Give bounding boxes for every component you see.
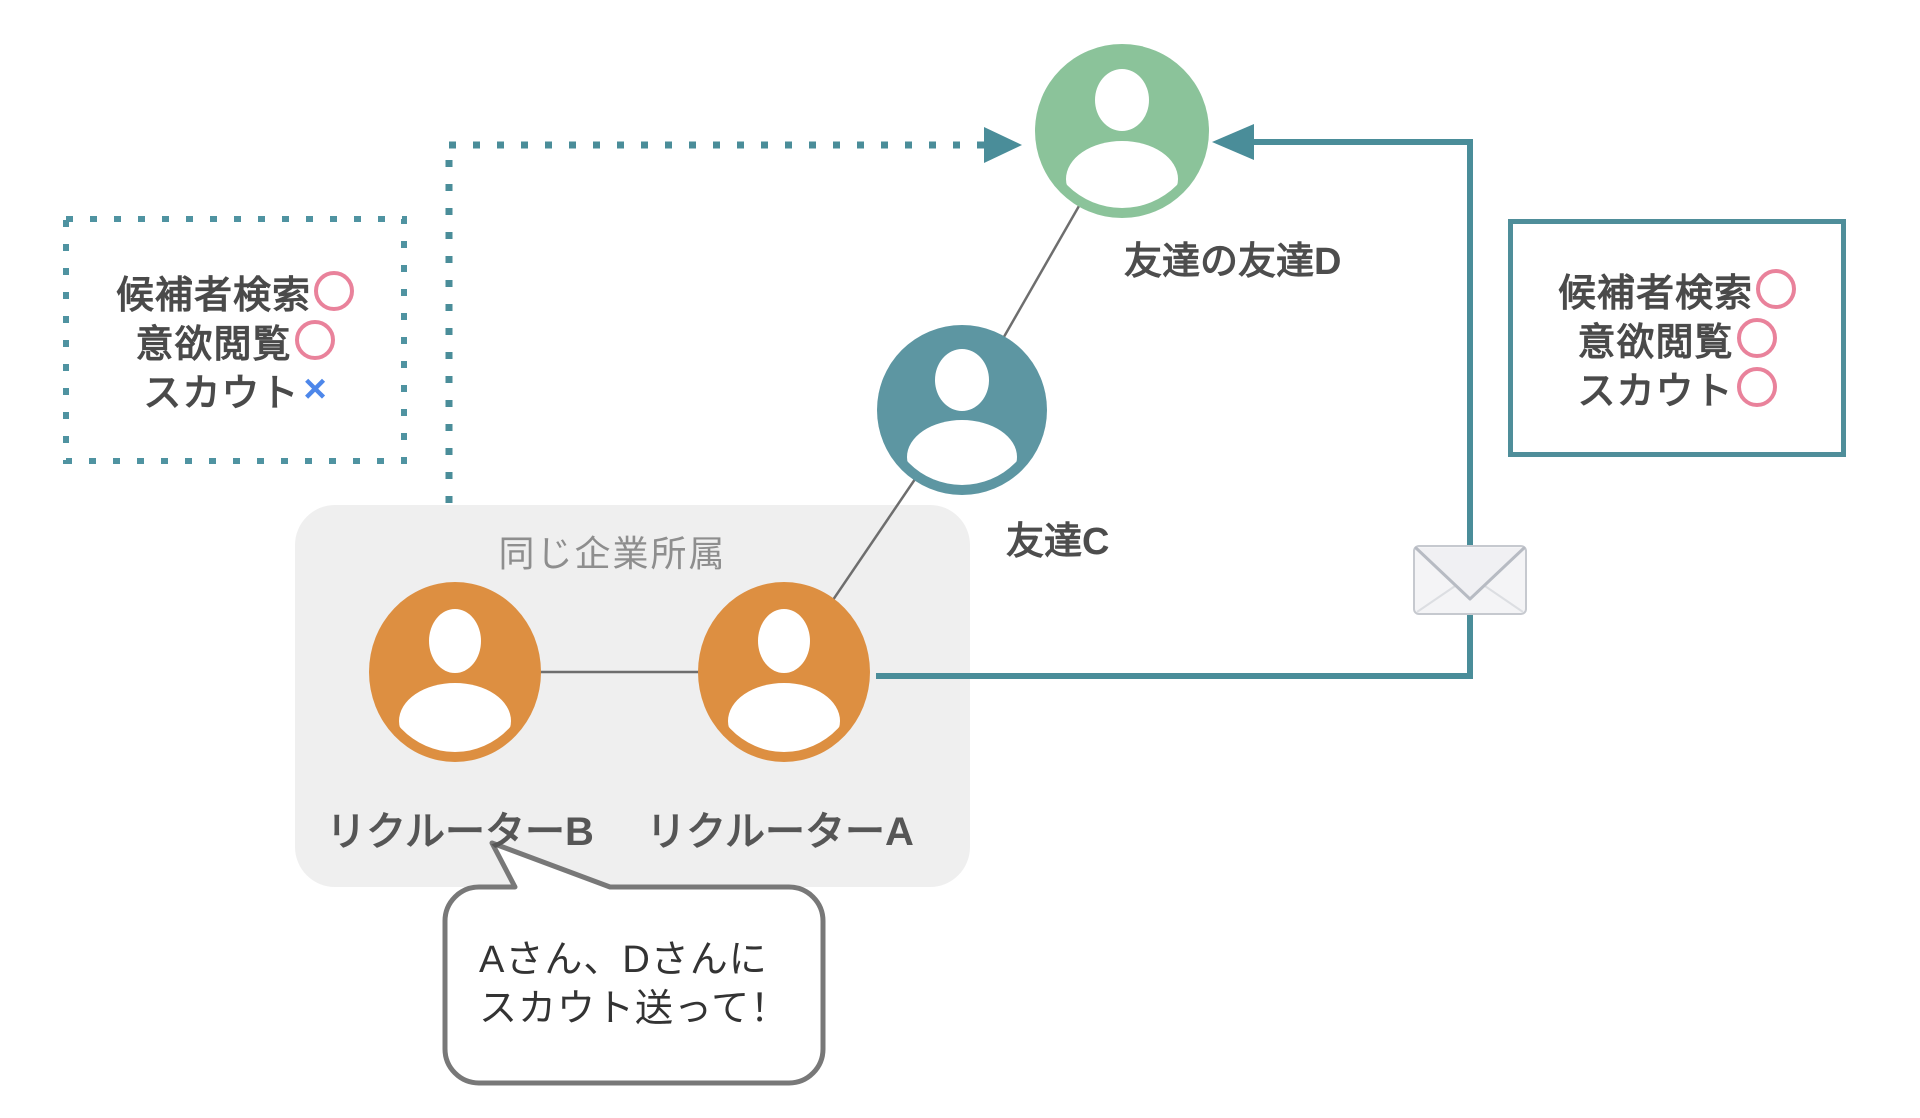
dotted-arrowhead-icon bbox=[984, 127, 1022, 163]
friend-c-label: 友達C bbox=[1006, 521, 1110, 563]
speech-bubble-line-1: Aさん、Dさんに bbox=[479, 939, 768, 981]
permission-label: 候補者検索 bbox=[115, 274, 311, 317]
speech-bubble-line-2: スカウト送って！ bbox=[479, 988, 790, 1030]
friend-c-avatar-icon person-avatar-icon bbox=[877, 325, 1047, 495]
permission-label: 意欲閲覧 bbox=[135, 323, 292, 366]
permission-row: 候補者検索 bbox=[1558, 267, 1796, 315]
scout-route-line bbox=[876, 139, 1473, 679]
allowed-circle-mark-icon bbox=[314, 271, 354, 311]
permission-row: 意欲閲覧 bbox=[135, 318, 335, 366]
permission-label: スカウト bbox=[143, 372, 300, 415]
speech-bubble-shape bbox=[442, 840, 826, 1086]
allowed-circle-mark-icon bbox=[1736, 318, 1777, 358]
permission-row: 意欲閲覧 bbox=[1577, 316, 1777, 364]
envelope-icon bbox=[1413, 545, 1527, 615]
recruiter-a-label: リクルーターA bbox=[646, 810, 914, 854]
recruiter-b-label: リクルーターB bbox=[326, 810, 594, 854]
allowed-circle-mark-icon bbox=[1756, 269, 1796, 309]
recruiter-b-avatar-icon person-avatar-icon bbox=[369, 582, 541, 762]
permission-row: スカウト bbox=[1577, 365, 1777, 413]
permission-label: スカウト bbox=[1577, 370, 1734, 413]
recruiter-a-avatar-icon person-avatar-icon bbox=[698, 582, 870, 762]
speech-bubble: Aさん、Dさんに スカウト送って！ bbox=[445, 887, 823, 1083]
friend-d-avatar-icon person-avatar-icon bbox=[1035, 44, 1209, 218]
permission-label: 意欲閲覧 bbox=[1577, 321, 1734, 364]
permission-label: 候補者検索 bbox=[1557, 272, 1753, 315]
permission-row: スカウト × bbox=[143, 367, 327, 415]
left-permission-box-border bbox=[63, 216, 407, 464]
right-permission-box: 候補者検索 意欲閲覧 スカウト bbox=[1508, 219, 1846, 457]
scout-arrowhead-icon bbox=[1212, 124, 1254, 160]
permission-row: 候補者検索 bbox=[116, 269, 354, 317]
company-group-label: 同じ企業所属 bbox=[498, 533, 727, 574]
left-permission-box: 候補者検索 意欲閲覧 スカウト × bbox=[66, 219, 404, 461]
allowed-circle-mark-icon bbox=[294, 320, 335, 360]
friend-d-label: 友達の友達D bbox=[1124, 241, 1342, 283]
denied-cross-mark-icon: × bbox=[303, 367, 327, 411]
allowed-circle-mark-icon bbox=[1736, 367, 1777, 407]
